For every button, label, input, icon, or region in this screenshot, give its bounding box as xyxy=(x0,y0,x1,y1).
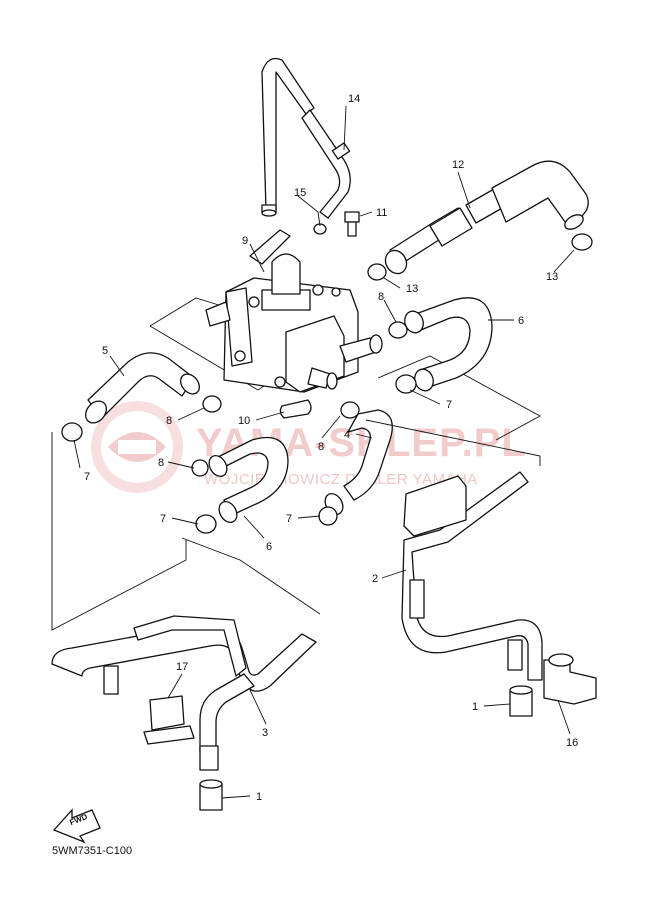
callout-7-c: 7 xyxy=(160,513,166,525)
part-8-clamp-a xyxy=(388,321,408,339)
fwd-arrow-icon: FWD xyxy=(52,808,101,844)
watermark: YAMA-SKLEP.PL WOJCIECHOWICZ DEALER YAMAH… xyxy=(91,401,526,493)
callout-8-c: 8 xyxy=(158,457,164,469)
part-3-pipe xyxy=(51,615,317,771)
callout-9: 9 xyxy=(242,235,248,247)
part-11-bolt xyxy=(344,211,360,237)
callout-6-a: 6 xyxy=(518,315,524,327)
part-14-hose xyxy=(261,57,351,219)
callout-8-b: 8 xyxy=(166,415,172,427)
callout-15: 15 xyxy=(294,187,306,199)
callout-8-a: 8 xyxy=(378,291,384,303)
callout-5: 5 xyxy=(102,345,108,357)
part-6-hose-lower xyxy=(208,436,289,523)
leader-lines xyxy=(73,105,575,799)
part-7-clamp-c xyxy=(195,514,217,534)
callout-3: 3 xyxy=(262,727,268,739)
callout-10: 10 xyxy=(238,415,250,427)
callout-14: 14 xyxy=(348,93,360,105)
callout-4: 4 xyxy=(344,429,350,441)
part-1-collar-left xyxy=(199,779,223,811)
drawing-code: 5WM7351-C100 xyxy=(52,845,132,857)
part-6-hose-upper xyxy=(404,297,493,392)
callout-11: 11 xyxy=(376,207,387,219)
callout-17: 17 xyxy=(176,661,188,673)
callout-2: 2 xyxy=(372,573,378,585)
part-8-clamp-b xyxy=(202,395,222,413)
watermark-logo xyxy=(91,401,183,493)
part-12-hose xyxy=(384,160,589,275)
part-7-clamp-b xyxy=(61,422,83,442)
part-7-clamp-d xyxy=(318,506,338,526)
part-5-hose xyxy=(85,352,201,424)
callout-6-b: 6 xyxy=(266,541,272,553)
callout-8-d: 8 xyxy=(318,441,324,453)
callout-labels: 14 12 15 11 9 13 13 8 6 5 8 10 7 8 7 8 4… xyxy=(84,93,578,803)
callout-1-b: 1 xyxy=(256,791,262,803)
part-13-oring xyxy=(367,233,593,281)
callout-12: 12 xyxy=(452,159,464,171)
part-9-air-cut-valve xyxy=(205,229,383,393)
callout-13-a: 13 xyxy=(406,283,418,295)
part-8-clamp-d xyxy=(340,401,360,419)
part-17-bracket xyxy=(143,695,195,745)
callout-1-a: 1 xyxy=(472,701,478,713)
part-10-cap xyxy=(279,399,312,419)
part-16-bracket xyxy=(543,653,597,705)
callout-13-b: 13 xyxy=(546,271,558,283)
callout-7-b: 7 xyxy=(446,399,452,411)
callout-7-d: 7 xyxy=(286,513,292,525)
part-7-clamp-a xyxy=(395,374,417,394)
callout-7-a: 7 xyxy=(84,471,90,483)
part-8-clamp-c xyxy=(191,459,209,477)
part-1-collar-right xyxy=(509,685,533,717)
callout-16: 16 xyxy=(566,737,578,749)
part-2-pipe xyxy=(401,471,543,681)
